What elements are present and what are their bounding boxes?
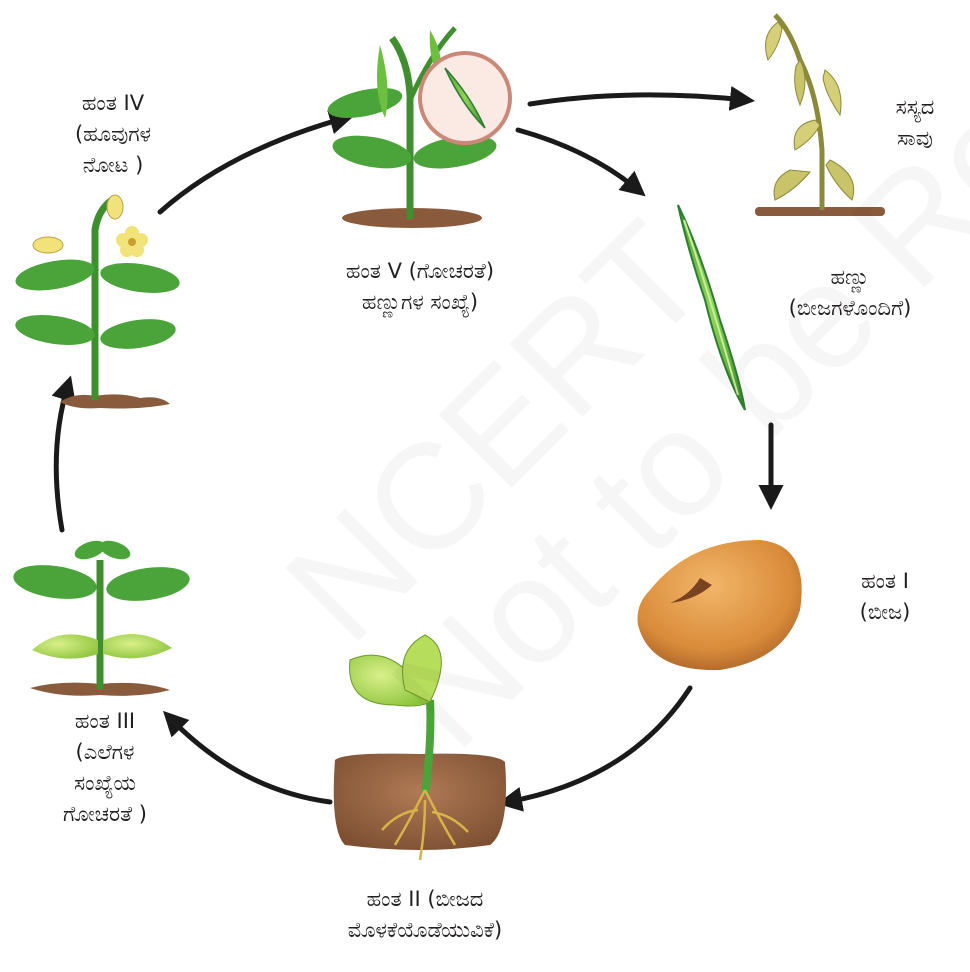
stage5-label-line1: ಹಂತ V (ಗೋಚರತೆ) bbox=[285, 256, 555, 287]
stage3-label-line2: (ಎಲೆಗಳ bbox=[20, 737, 190, 768]
arrow-stage2-to-stage3 bbox=[170, 718, 330, 802]
fruit-label: ಹಣ್ಣು (ಬೀಜಗಳೊಂದಿಗೆ) bbox=[735, 262, 965, 324]
stage2-label-line2: ಮೊಳಕೆಯೊಡೆಯುವಿಕೆ) bbox=[270, 915, 580, 946]
fruit-label-line2: (ಬೀಜಗಳೊಂದಿಗೆ) bbox=[735, 293, 965, 324]
stage5-fruiting-plant bbox=[325, 28, 510, 228]
stage1-label: ಹಂತ I (ಬೀಜ) bbox=[835, 566, 935, 628]
stage4-label-line3: ನೋಟ ) bbox=[28, 150, 198, 181]
arrow-stage1-to-stage2 bbox=[507, 688, 690, 802]
bean-seed bbox=[638, 540, 802, 670]
stage1-label-line1: ಹಂತ I bbox=[835, 566, 935, 597]
stage3-label: ಹಂತ III (ಎಲೆಗಳ ಸಂಖ್ಯೆಯ ಗೋಚರತೆ ) bbox=[20, 706, 190, 830]
fruit-label-line1: ಹಣ್ಣು bbox=[735, 262, 965, 293]
plant-death-label: ಸಸ್ಯದ ಸಾವು bbox=[870, 92, 960, 154]
stage4-label: ಹಂತ IV (ಹೂವುಗಳ ನೋಟ ) bbox=[28, 88, 198, 181]
stage1-label-line2: (ಬೀಜ) bbox=[835, 597, 935, 628]
arrow-stage5-to-fruit bbox=[518, 130, 638, 190]
stage3-label-line3: ಸಂಖ್ಯೆಯ bbox=[20, 768, 190, 799]
plant-death-label-line2: ಸಾವು bbox=[870, 123, 960, 154]
stage2-label: ಹಂತ II (ಬೀಜದ ಮೊಳಕೆಯೊಡೆಯುವಿಕೆ) bbox=[270, 884, 580, 946]
stage3-label-line1: ಹಂತ III bbox=[20, 706, 190, 737]
stage4-label-line2: (ಹೂವುಗಳ bbox=[28, 119, 198, 150]
stage3-seedling bbox=[11, 537, 192, 696]
stage4-label-line1: ಹಂತ IV bbox=[28, 88, 198, 119]
plant-death-label-line1: ಸಸ್ಯದ bbox=[870, 92, 960, 123]
stage5-label: ಹಂತ V (ಗೋಚರತೆ) ಹಣ್ಣುಗಳ ಸಂಖ್ಯೆ) bbox=[285, 256, 555, 318]
stage5-label-line2: ಹಣ್ಣುಗಳ ಸಂಖ್ಯೆ) bbox=[285, 287, 555, 318]
stage2-label-line1: ಹಂತ II (ಬೀಜದ bbox=[270, 884, 580, 915]
arrow-stage5-to-death bbox=[530, 95, 745, 104]
arrow-stage3-to-stage4 bbox=[56, 385, 68, 530]
stage3-label-line4: ಗೋಚರತೆ ) bbox=[20, 799, 190, 830]
stage4-flowering-plant bbox=[13, 195, 181, 409]
dead-plant bbox=[755, 15, 885, 216]
stage2-germinating-seed bbox=[334, 635, 506, 860]
